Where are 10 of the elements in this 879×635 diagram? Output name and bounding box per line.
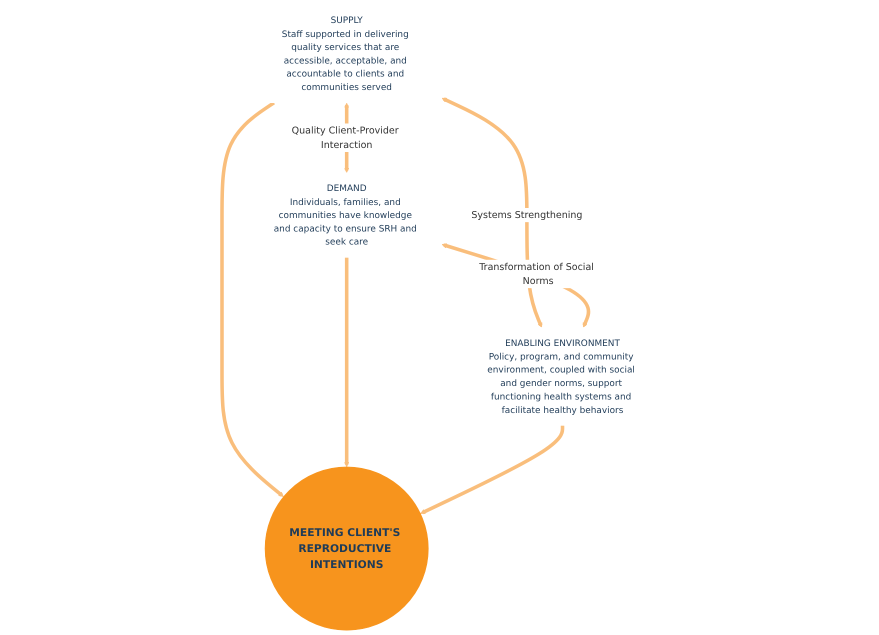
edge-label: Systems Strengthening [471, 209, 582, 220]
node-text: SUPPLY Staff supported in delivering quality services that are accessible, acceptable, and accountable to clients and communities served [282, 14, 408, 92]
arrow [220, 101, 284, 498]
node-circle: MEETING CLIENT'S REPRODUCTIVE INTENTIONS [264, 466, 428, 631]
node-text: DEMAND Individuals, families, and communities have knowledge and capacity to ensure SRH and seek care [273, 182, 417, 247]
edge-label: Transformation of Social Norms [479, 260, 594, 286]
arrow [420, 425, 564, 514]
edge-label: Quality Client-Provider Interaction [291, 124, 398, 150]
arrow [344, 257, 350, 468]
node-text: ENABLING ENVIRONMENT Policy, program, and community environment, coupled with social and gender norms, support functioning health systems and facilitate healthy behaviors [487, 338, 635, 416]
